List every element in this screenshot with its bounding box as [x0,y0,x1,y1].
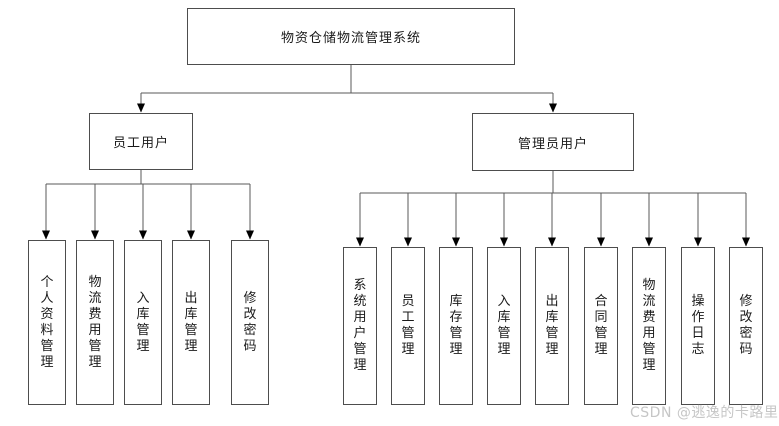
node-operation-log: 操 作 日 志 [681,247,715,405]
leaf-label: 物 流 费 用 管 理 [642,278,656,373]
leaf-label: 操 作 日 志 [691,294,705,357]
node-logistics-cost-management-employee: 物 流 费 用 管 理 [76,240,114,405]
leaf-label: 修 改 密 码 [739,294,753,357]
node-root: 物资仓储物流管理系统 [187,8,515,65]
node-employee-user-label: 员工用户 [112,136,169,151]
leaf-label: 出 库 管 理 [545,294,559,357]
node-logistics-cost-management-admin: 物 流 费 用 管 理 [632,247,666,405]
leaf-label: 系 统 用 户 管 理 [353,278,367,373]
leaf-label: 物 流 费 用 管 理 [88,274,102,370]
leaf-label: 个 人 资 料 管 理 [40,274,54,370]
leaf-label: 入 库 管 理 [497,294,511,357]
node-root-label: 物资仓储物流管理系统 [280,31,421,46]
leaf-label: 出 库 管 理 [184,290,198,354]
node-system-user-management: 系 统 用 户 管 理 [343,247,377,405]
node-outbound-management-admin: 出 库 管 理 [535,247,569,405]
csdn-watermark: CSDN @逃逸的卡路里 [630,405,779,421]
node-outbound-management-employee: 出 库 管 理 [172,240,210,405]
node-personal-profile-management: 个 人 资 料 管 理 [28,240,66,405]
leaf-label: 入 库 管 理 [136,290,150,354]
node-inbound-management-employee: 入 库 管 理 [124,240,162,405]
leaf-label: 合 同 管 理 [594,294,608,357]
node-employee-management: 员 工 管 理 [391,247,425,405]
node-inventory-management: 库 存 管 理 [439,247,473,405]
node-contract-management: 合 同 管 理 [584,247,618,405]
node-admin-user-label: 管理员用户 [517,136,588,152]
leaf-label: 库 存 管 理 [449,294,463,357]
leaf-label: 员 工 管 理 [401,294,415,357]
leaf-label: 修 改 密 码 [243,290,257,354]
node-inbound-management-admin: 入 库 管 理 [487,247,521,405]
node-employee-user: 员工用户 [89,113,193,170]
node-change-password-employee: 修 改 密 码 [231,240,269,405]
node-admin-user: 管理员用户 [472,113,634,171]
node-change-password-admin: 修 改 密 码 [729,247,763,405]
